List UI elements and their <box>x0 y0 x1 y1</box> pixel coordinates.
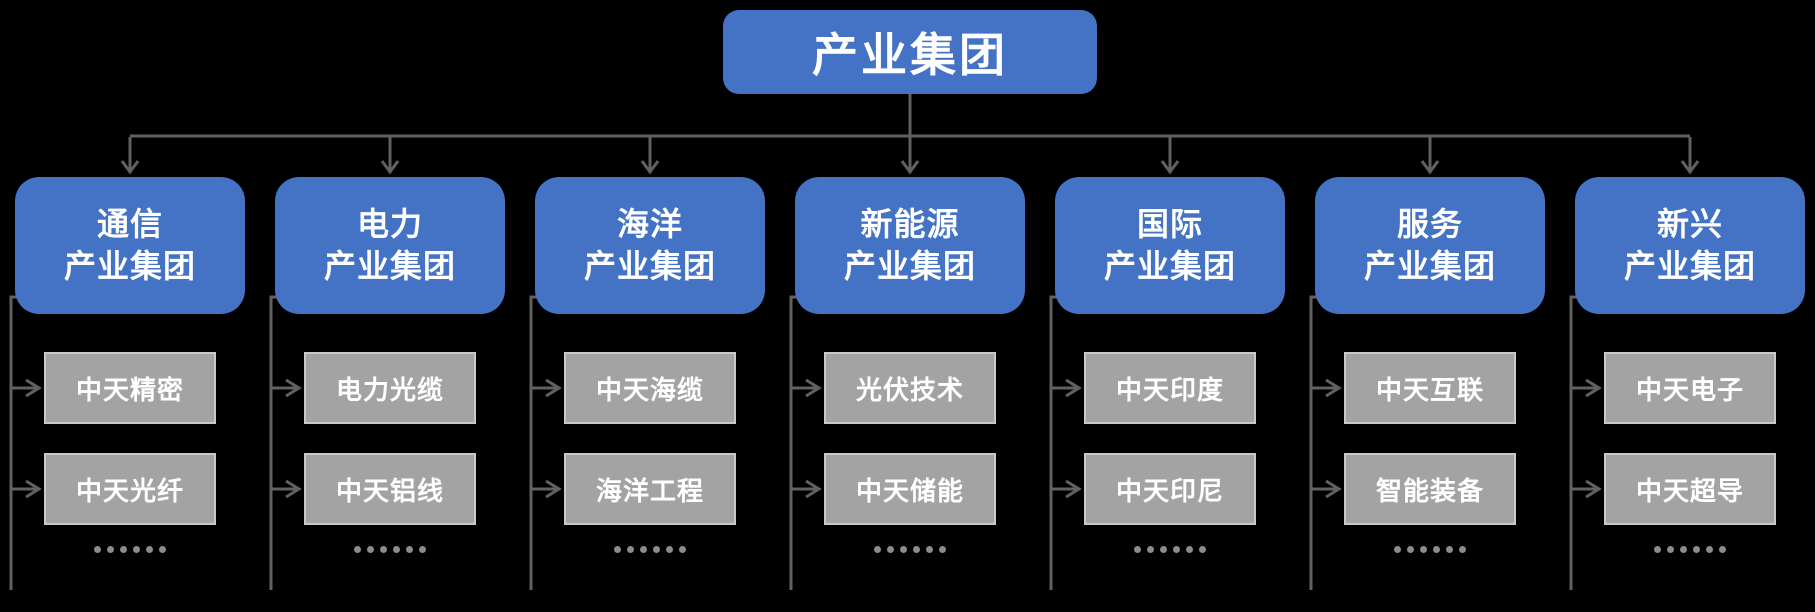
column-international: 国际 产业集团 中天印度 中天印尼 <box>1040 0 1300 612</box>
group-name-line2: 产业集团 <box>63 247 196 284</box>
group-name-line1: 通信 <box>96 205 163 242</box>
root-connector <box>130 94 1690 138</box>
more-items-dots <box>1300 546 1560 553</box>
column-marine: 海洋 产业集团 中天海缆 海洋工程 <box>520 0 780 612</box>
group-name-line1: 新兴 <box>1656 205 1723 242</box>
group-node-international: 国际 产业集团 <box>1055 177 1285 314</box>
more-items-dots <box>0 546 260 553</box>
subsidiary-node: 光伏技术 <box>824 352 996 424</box>
column-emerging: 新兴 产业集团 中天电子 中天超导 <box>1560 0 1815 612</box>
group-name-line2: 产业集团 <box>1363 247 1496 284</box>
more-items-dots <box>520 546 780 553</box>
subsidiary-node: 中天精密 <box>44 352 216 424</box>
subsidiary-node: 中天海缆 <box>564 352 736 424</box>
subsidiary-node: 中天互联 <box>1344 352 1516 424</box>
group-name-line2: 产业集团 <box>843 247 976 284</box>
group-name-line1: 海洋 <box>616 205 683 242</box>
subsidiary-node: 智能装备 <box>1344 453 1516 525</box>
group-name-line2: 产业集团 <box>323 247 456 284</box>
group-name-line2: 产业集团 <box>1623 247 1756 284</box>
subsidiary-node: 电力光缆 <box>304 352 476 424</box>
subsidiary-node: 海洋工程 <box>564 453 736 525</box>
subsidiary-node: 中天光纤 <box>44 453 216 525</box>
group-node-marine: 海洋 产业集团 <box>535 177 765 314</box>
group-name-line1: 电力 <box>356 205 423 242</box>
column-power: 电力 产业集团 电力光缆 中天铝线 <box>260 0 520 612</box>
more-items-dots <box>1560 546 1815 553</box>
subsidiary-node: 中天铝线 <box>304 453 476 525</box>
column-new-energy: 新能源 产业集团 光伏技术 中天储能 <box>780 0 1040 612</box>
group-name-line2: 产业集团 <box>583 247 716 284</box>
column-communications: 通信 产业集团 中天精密 中天光纤 <box>0 0 260 612</box>
subsidiary-node: 中天储能 <box>824 453 996 525</box>
more-items-dots <box>1040 546 1300 553</box>
subsidiary-node: 中天电子 <box>1604 352 1776 424</box>
subsidiary-node: 中天印度 <box>1084 352 1256 424</box>
group-name-line1: 服务 <box>1396 205 1463 242</box>
column-service: 服务 产业集团 中天互联 智能装备 <box>1300 0 1560 612</box>
group-name-line1: 新能源 <box>860 205 960 242</box>
root-node: 产业集团 <box>723 10 1097 94</box>
group-node-power: 电力 产业集团 <box>275 177 505 314</box>
more-items-dots <box>260 546 520 553</box>
group-node-new-energy: 新能源 产业集团 <box>795 177 1025 314</box>
more-items-dots <box>780 546 1040 553</box>
group-node-service: 服务 产业集团 <box>1315 177 1545 314</box>
group-node-communications: 通信 产业集团 <box>15 177 245 314</box>
subsidiary-node: 中天超导 <box>1604 453 1776 525</box>
group-node-emerging: 新兴 产业集团 <box>1575 177 1805 314</box>
subsidiary-node: 中天印尼 <box>1084 453 1256 525</box>
group-name-line2: 产业集团 <box>1103 247 1236 284</box>
group-name-line1: 国际 <box>1136 205 1203 242</box>
